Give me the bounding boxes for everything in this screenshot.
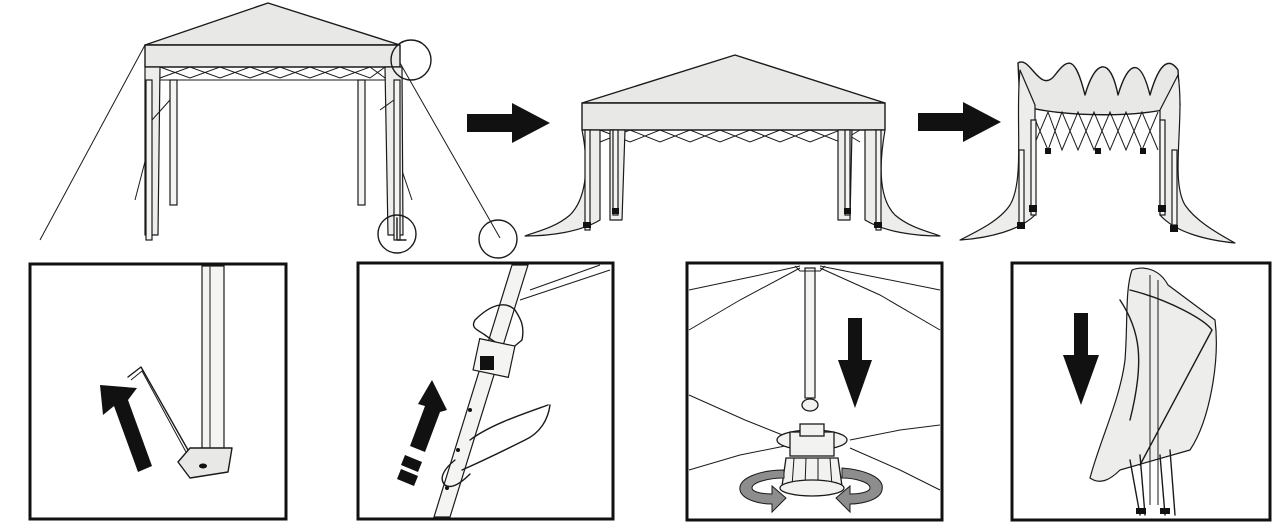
canopy-folded-fabric	[1017, 61, 1181, 116]
canopy-valance	[144, 44, 401, 68]
center-pole	[804, 267, 816, 399]
rotate-arrow-right	[835, 467, 883, 514]
detail-circle-leg	[377, 214, 417, 254]
detail-circle-corner	[390, 39, 432, 81]
tent-staked-illustration	[39, 2, 518, 259]
detail-circle-stake	[478, 219, 518, 259]
panel-fold-frame-closed	[1010, 261, 1272, 522]
hand-upper	[472, 304, 524, 351]
panel-release-leg-slider	[356, 261, 615, 521]
panel-remove-stake	[28, 262, 288, 521]
guy-rope-left	[39, 44, 146, 241]
tent-sidewalls-lowered-illustration	[524, 54, 941, 237]
tent-frame-collapsing-illustration	[959, 61, 1236, 244]
tent-leg-closeup	[433, 264, 529, 518]
next-step-arrow	[918, 102, 1001, 142]
tent-leg	[169, 79, 178, 206]
folded-canopy	[1089, 267, 1217, 482]
push-up-arrow	[410, 380, 447, 452]
step-panel-frame	[28, 262, 288, 521]
push-down-arrow	[838, 318, 872, 408]
push-down-arrow	[1063, 313, 1099, 405]
pull-up-arrow	[100, 385, 152, 472]
canopy-roof	[144, 2, 401, 46]
panel-push-center-hub-down	[685, 261, 944, 522]
canopy-roof	[581, 54, 886, 104]
next-step-arrow	[467, 103, 550, 143]
guy-rope-right	[399, 62, 501, 239]
tent-leg-closeup	[201, 265, 225, 453]
tent-stake	[127, 366, 189, 451]
rotate-arrow-left	[739, 469, 787, 514]
